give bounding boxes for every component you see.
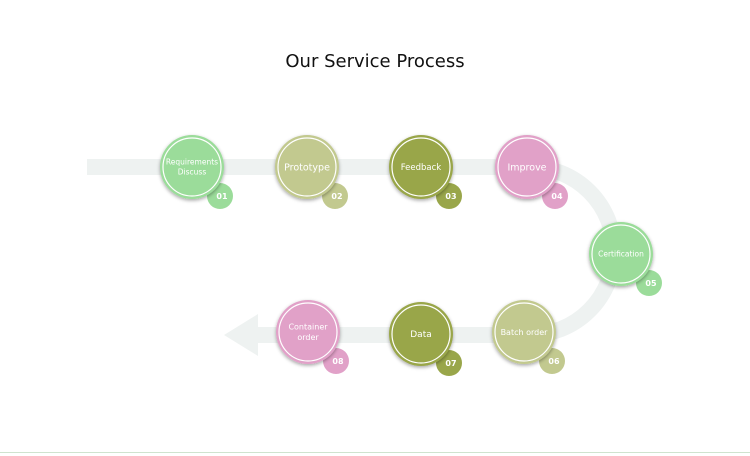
process-step-07: Data 07	[389, 302, 462, 376]
step-number: 01	[216, 192, 228, 201]
step-label: Container	[288, 323, 328, 332]
step-label: Data	[410, 330, 432, 340]
step-label: Feedback	[401, 163, 442, 173]
step-number: 08	[332, 357, 344, 366]
step-circle	[589, 222, 653, 286]
track-arrowhead	[224, 314, 258, 356]
step-label: order	[297, 333, 319, 342]
step-label: Prototype	[284, 162, 330, 173]
step-label: Discuss	[178, 168, 207, 177]
page-title: Our Service Process	[285, 51, 465, 72]
step-circle	[389, 302, 453, 366]
process-step-06: Batch order 06	[492, 300, 565, 374]
step-circle-ring	[494, 302, 554, 362]
step-circle-ring	[162, 137, 222, 197]
step-number: 04	[551, 192, 563, 201]
step-circle-ring	[277, 137, 337, 197]
process-step-02: Prototype 02	[275, 135, 348, 209]
footer-divider	[0, 452, 750, 453]
process-step-05: Certification 05	[589, 222, 662, 296]
step-circle	[275, 135, 339, 199]
step-circle-ring	[591, 224, 651, 284]
step-label: Batch order	[501, 328, 549, 337]
step-number: 03	[445, 192, 456, 201]
step-circle	[492, 300, 556, 364]
process-step-04: Improve 04	[495, 135, 568, 209]
step-label: Improve	[507, 162, 546, 173]
step-circle-ring	[497, 137, 557, 197]
step-label: Requirements	[166, 158, 218, 167]
step-number: 07	[445, 359, 456, 368]
step-label: Certification	[598, 250, 644, 259]
step-circle	[389, 135, 453, 199]
step-circle	[276, 300, 340, 364]
process-step-03: Feedback 03	[389, 135, 462, 209]
step-number: 02	[331, 192, 342, 201]
step-circle	[160, 135, 224, 199]
step-circle-ring	[391, 137, 451, 197]
step-circle-ring	[278, 302, 338, 362]
step-circle-ring	[391, 304, 451, 364]
step-number: 06	[548, 357, 560, 366]
step-circle	[495, 135, 559, 199]
step-number: 05	[645, 279, 657, 288]
